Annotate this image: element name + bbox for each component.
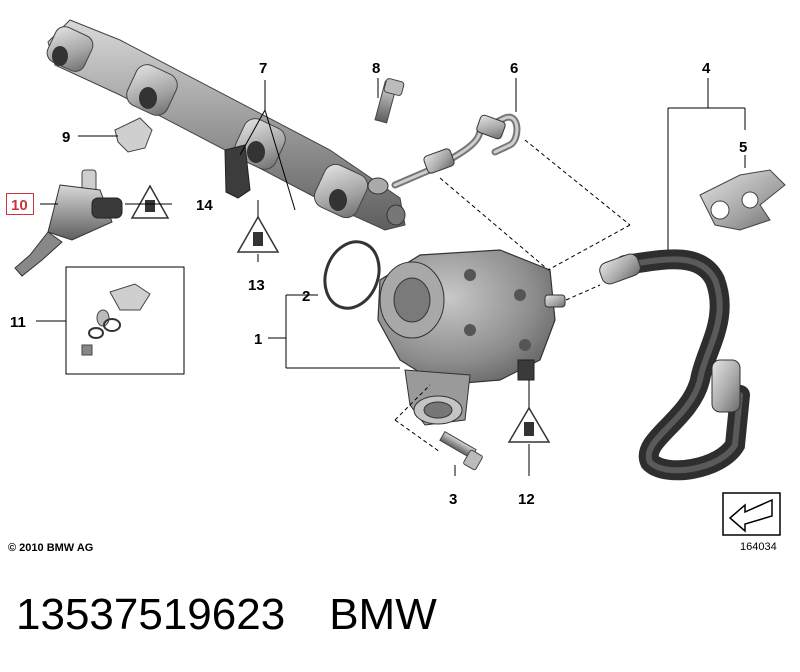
callout-11: 11	[10, 314, 26, 331]
part-number: 13537519623	[16, 590, 286, 639]
callout-8: 8	[372, 60, 380, 77]
high-pressure-line	[391, 113, 521, 189]
bolt-8	[374, 78, 405, 124]
callout-3: 3	[449, 491, 457, 508]
fuel-feed-hose	[599, 249, 750, 481]
callout-5: 5	[739, 139, 747, 156]
callout-12: 12	[518, 491, 535, 508]
callout-14: 14	[196, 197, 213, 214]
callout-7: 7	[259, 60, 267, 77]
part-caption: 13537519623 BMW	[16, 590, 437, 640]
callout-2: 2	[302, 288, 310, 305]
callout-13: 13	[248, 277, 265, 294]
callout-4: 4	[702, 60, 711, 77]
callout-labels: 7 8 6 4 5 9 10 14 13 2 11 1 3 12	[10, 60, 747, 508]
callout-9: 9	[62, 129, 70, 146]
diagram-reference-icon	[722, 492, 781, 536]
high-pressure-pump	[377, 249, 566, 426]
injector-clip	[114, 117, 153, 153]
seal-kit-box	[65, 266, 185, 375]
diagram-number: 164034	[740, 541, 777, 553]
brand-name: BMW	[329, 590, 437, 639]
callout-6: 6	[510, 60, 518, 77]
hose-clip	[699, 169, 786, 231]
callout-1: 1	[254, 331, 262, 348]
callout-10: 10	[11, 197, 28, 214]
warning-icon-13	[236, 215, 280, 253]
fuel-injector	[14, 169, 123, 277]
warning-icon-14	[130, 184, 170, 219]
dashed-assembly-lines	[394, 139, 631, 453]
leader-lines	[36, 78, 746, 476]
warning-icon-12	[507, 406, 551, 443]
fuel-rail	[46, 19, 406, 231]
o-ring	[323, 240, 381, 310]
exploded-parts-diagram: 7 8 6 4 5 9 10 14 13 2 11 1 3 12	[10, 19, 786, 536]
copyright-notice: © 2010 BMW AG	[8, 542, 94, 554]
highlight-box-callout-10	[6, 193, 34, 215]
bolt-3	[439, 430, 483, 471]
